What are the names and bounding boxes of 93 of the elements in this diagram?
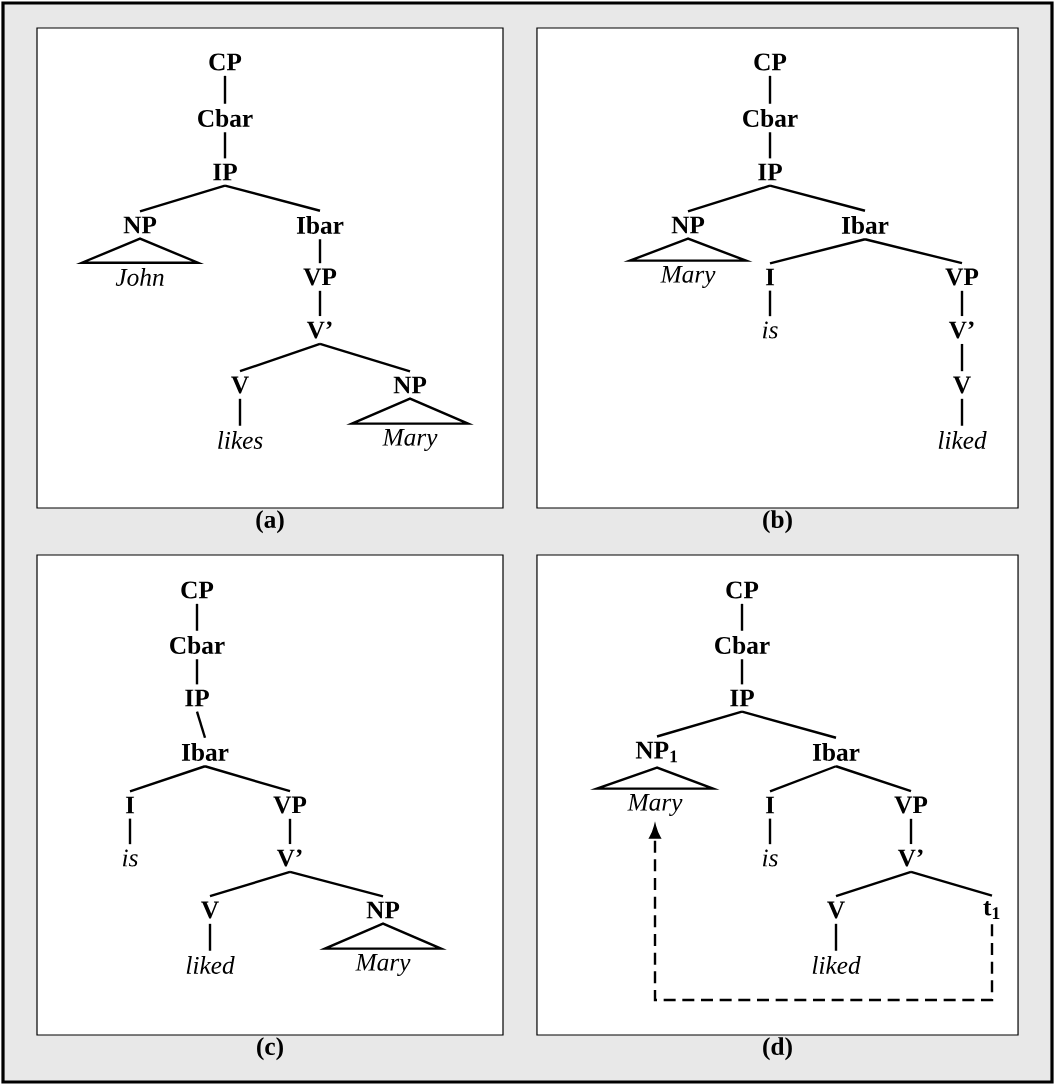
- category-label: I: [765, 796, 775, 814]
- branch-line: [687, 184, 771, 213]
- category-label: VP: [894, 796, 928, 814]
- branch-line: [740, 603, 744, 631]
- category-label: NP$_{1}$: [635, 741, 678, 763]
- branch-line: [768, 290, 772, 317]
- branch-line: [835, 765, 912, 793]
- branch-line: [288, 818, 292, 845]
- word-label: Mary: [660, 266, 716, 288]
- word-label: likes: [218, 431, 263, 449]
- branch-line: [318, 290, 322, 317]
- category-label: Cbar: [743, 109, 798, 127]
- category-label: Ibar: [296, 216, 344, 234]
- category-label: t$_{1}$: [983, 901, 1000, 919]
- category-label: VP: [303, 268, 337, 286]
- branch-line: [224, 184, 321, 212]
- branch-line: [960, 398, 964, 426]
- category-label: CP: [754, 53, 787, 71]
- category-label: V’: [276, 849, 302, 867]
- branch-line: [208, 923, 212, 951]
- branch-line: [318, 239, 322, 264]
- word-label: is: [762, 849, 778, 867]
- category-label: VP: [945, 268, 979, 286]
- branch-line: [741, 710, 837, 739]
- category-label: I: [125, 796, 135, 814]
- category-label: IP: [213, 163, 237, 181]
- category-label: CP: [181, 581, 214, 599]
- category-label: CP: [209, 53, 242, 71]
- branch-line: [656, 710, 743, 738]
- word-label: liked: [186, 956, 235, 974]
- branch-line: [864, 238, 963, 265]
- branch-line: [960, 343, 964, 372]
- category-label: Cbar: [170, 636, 225, 654]
- branch-line: [238, 398, 242, 426]
- branch-line: [835, 870, 912, 898]
- branch-line: [139, 184, 226, 213]
- branch-line: [239, 342, 321, 373]
- node-label: (a): [256, 510, 284, 534]
- word-label: is: [762, 321, 778, 339]
- word-label: Mary: [382, 429, 438, 451]
- word-label: is: [122, 849, 138, 867]
- branch-line: [960, 290, 964, 317]
- branch-line: [129, 765, 206, 793]
- category-label: NP: [393, 376, 427, 394]
- category-label: Ibar: [812, 743, 860, 761]
- branch-line: [128, 818, 132, 845]
- category-label: Cbar: [198, 109, 253, 127]
- category-label: NP: [366, 901, 400, 919]
- category-label: V: [827, 901, 845, 919]
- category-label: V: [231, 376, 249, 394]
- branch-line: [834, 923, 838, 951]
- branch-line: [195, 603, 199, 631]
- category-label: V: [953, 376, 971, 394]
- category-label: NP: [671, 216, 705, 234]
- node-label: (d): [763, 1037, 792, 1061]
- branch-line: [768, 818, 772, 845]
- category-label: IP: [730, 689, 754, 707]
- category-label: IP: [758, 163, 782, 181]
- branch-line: [204, 765, 291, 793]
- word-label: liked: [938, 431, 987, 449]
- word-label: liked: [812, 956, 861, 974]
- category-label: Ibar: [181, 743, 229, 761]
- category-label: I: [765, 268, 775, 286]
- category-label: IP: [185, 689, 209, 707]
- branch-line: [909, 818, 913, 845]
- branch-line: [768, 75, 772, 104]
- node-label: (c): [257, 1037, 283, 1061]
- category-label: CP: [726, 581, 759, 599]
- word-label: Mary: [627, 794, 683, 817]
- branch-line: [289, 870, 384, 898]
- category-label: V’: [306, 321, 332, 339]
- category-label: Ibar: [841, 216, 889, 234]
- branch-line: [740, 659, 744, 685]
- branch-line: [209, 870, 291, 898]
- branch-line: [769, 238, 866, 265]
- branch-line: [769, 184, 866, 212]
- node-label: (b): [763, 510, 792, 534]
- branch-line: [195, 659, 199, 685]
- branch-line: [769, 765, 837, 793]
- word-label: Mary: [355, 954, 411, 977]
- category-label: Cbar: [715, 636, 770, 654]
- branch-line: [768, 132, 772, 159]
- branch-line: [223, 75, 227, 104]
- branch-line: [319, 342, 411, 373]
- word-label: John: [115, 268, 164, 286]
- branch-line: [195, 711, 207, 739]
- category-label: NP: [123, 216, 157, 234]
- branch-line: [910, 870, 993, 897]
- branch-line: [223, 132, 227, 159]
- category-label: V’: [948, 321, 974, 339]
- category-label: V’: [897, 849, 923, 867]
- category-label: V: [201, 901, 219, 919]
- category-label: VP: [273, 796, 307, 814]
